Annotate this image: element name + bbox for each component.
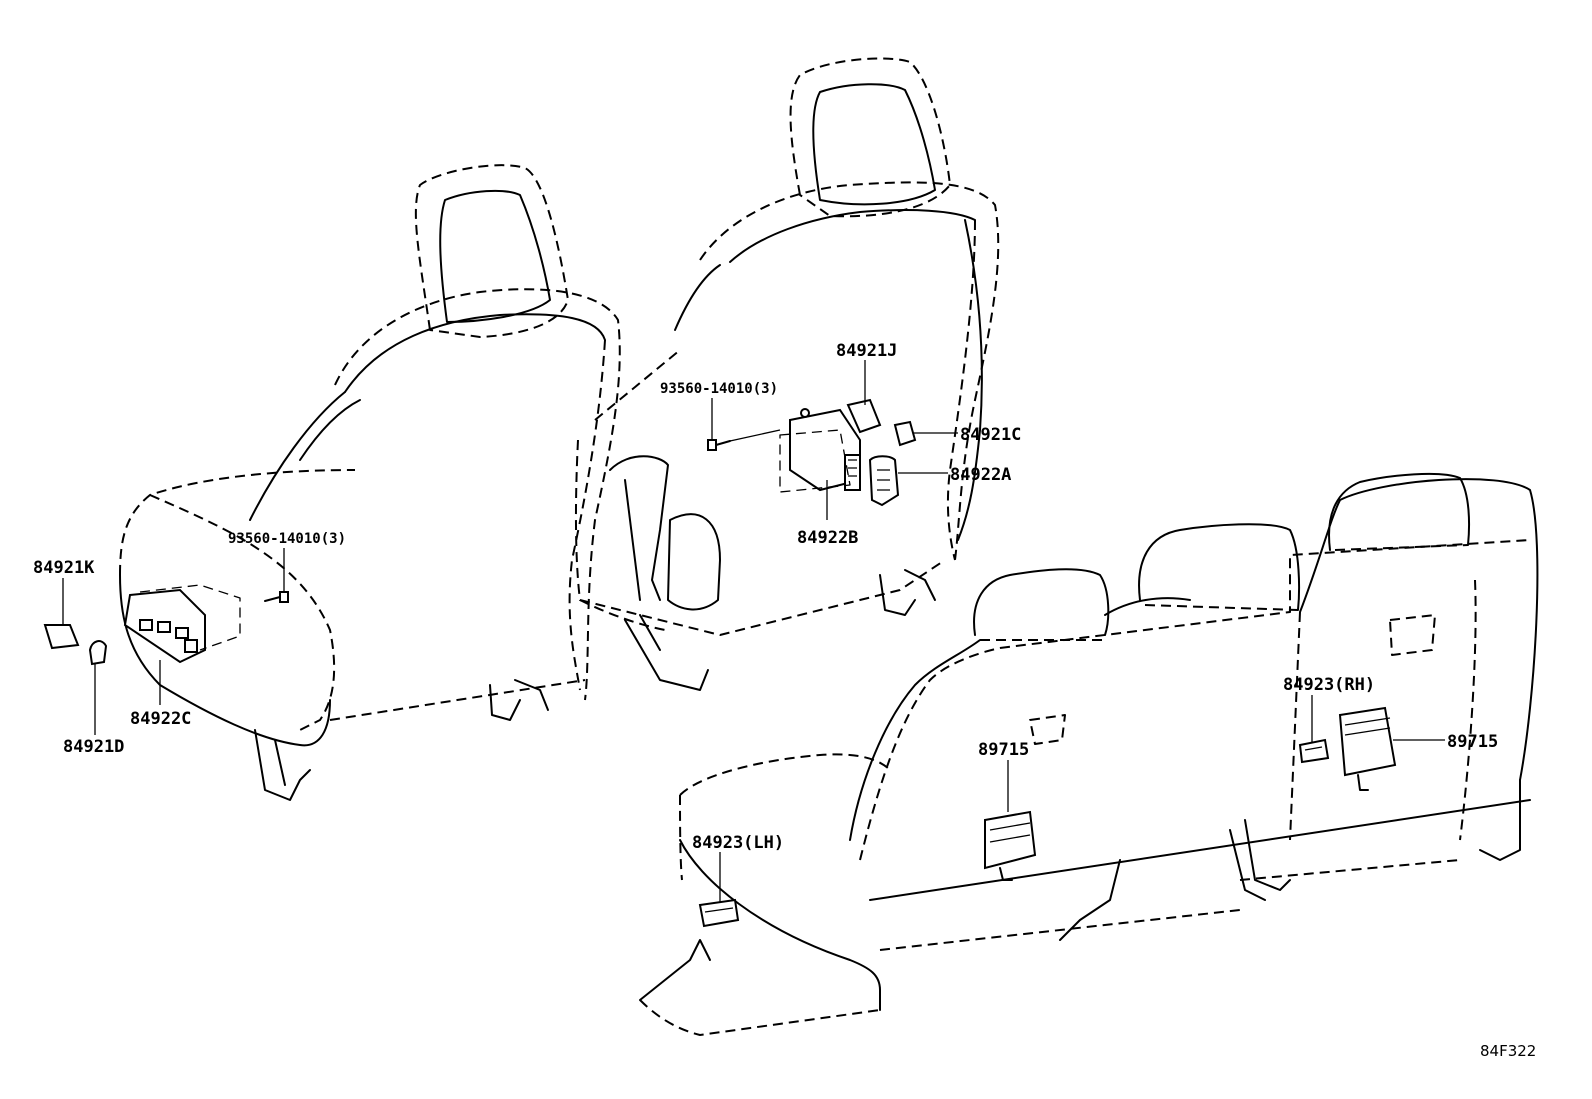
- label-84922C: 84922C: [130, 709, 191, 729]
- label-84922B: 84922B: [797, 528, 858, 548]
- module-89715-mid: [984, 810, 1037, 881]
- label-84921J: 84921J: [836, 341, 897, 361]
- label-89715-right: 89715: [1447, 732, 1498, 752]
- ecu-84922B: [779, 408, 861, 493]
- module-89715-right: [1338, 706, 1397, 791]
- label-84922A: 84922A: [950, 465, 1011, 485]
- left-front-seat: [119, 164, 621, 801]
- label-93560-left: 93560-14010(3): [228, 531, 346, 547]
- label-84921D: 84921D: [63, 737, 124, 757]
- bolt-right: [707, 429, 781, 451]
- connector-84923RH: [1298, 738, 1330, 764]
- bolt-left: [264, 591, 289, 603]
- label-84923RH: 84923(RH): [1283, 675, 1375, 695]
- switch-84921J: [846, 398, 882, 434]
- label-84921C: 84921C: [960, 425, 1021, 445]
- label-84923LH: 84923(LH): [692, 833, 784, 853]
- switch-84922C: [123, 584, 241, 664]
- knob-84921K: [43, 624, 80, 650]
- rear-bench-seat: [639, 472, 1539, 1036]
- connector-84923LH: [698, 898, 740, 928]
- label-84921K: 84921K: [33, 558, 95, 578]
- knob-84921C: [893, 420, 917, 447]
- label-93560-right: 93560-14010(3): [660, 381, 778, 397]
- right-front-seat: [574, 57, 1000, 691]
- knob-84921D: [88, 640, 108, 666]
- label-89715-mid: 89715: [978, 740, 1029, 760]
- figure-code: 84F322: [1480, 1042, 1536, 1060]
- connector-84922A: [868, 455, 900, 507]
